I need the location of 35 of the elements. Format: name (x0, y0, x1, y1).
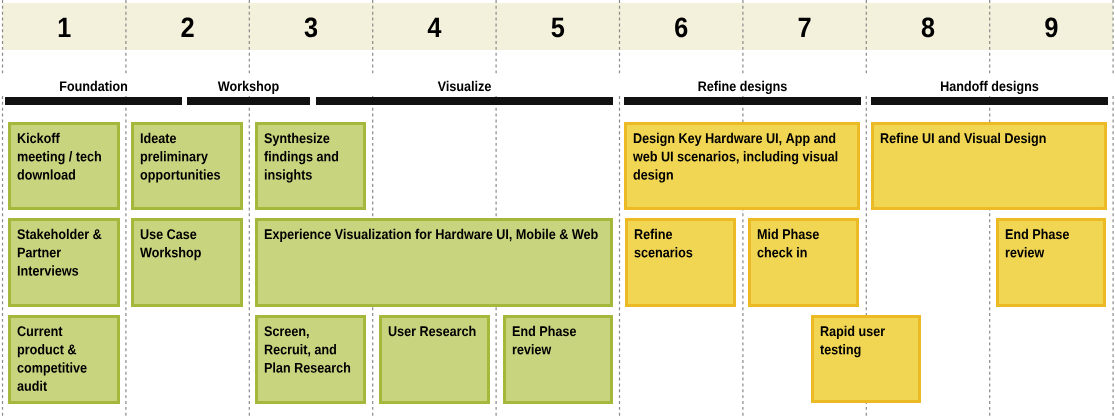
week-number: 5 (551, 17, 565, 38)
node-label: Workshop (217, 80, 279, 94)
task-box: Stakeholder & Partner Interviews (8, 218, 120, 307)
task-box: Screen, Recruit, and Plan Research (255, 315, 366, 404)
task-box: Refine UI and Visual Design (871, 122, 1107, 210)
task-box: Experience Visualization for Hardware UI, Mobile & Web (255, 218, 613, 307)
phase-bar: Visualize (316, 80, 613, 105)
week-number: 4 (427, 17, 442, 37)
task-box: User Research (379, 315, 490, 404)
week-number: 6 (675, 17, 688, 38)
task-box: Ideate preliminary opportunities (131, 122, 243, 210)
phase-bar: Workshop (187, 80, 310, 105)
phase-bar: Foundation (5, 80, 182, 105)
phase-bar: Handoff designs (871, 80, 1108, 105)
week-number: 1 (58, 17, 71, 37)
week-number: 9 (1045, 17, 1058, 38)
task-box: Current product & competitive audit (8, 315, 120, 404)
phase-bar: Refine designs (624, 80, 861, 105)
task-box: End Phase review (503, 315, 613, 404)
week-number: 2 (181, 17, 194, 37)
task-box: Design Key Hardware UI, App and web UI scenarios, including visual design (624, 122, 860, 210)
node-label: Visualize (437, 80, 491, 92)
task-box: End Phase review (996, 218, 1106, 307)
task-box: Use Case Workshop (131, 218, 243, 307)
node-label: Handoff designs (940, 80, 1039, 94)
task-box: Kickoff meeting / tech download (8, 122, 120, 210)
node-label: Refine designs (698, 80, 787, 94)
node-label: Foundation (60, 80, 128, 92)
task-box: Synthesize findings and insights (255, 122, 366, 210)
task-box: Rapid user testing (811, 315, 921, 403)
task-box: Refine scenarios (625, 218, 736, 307)
week-number: 7 (798, 17, 811, 37)
week-number: 8 (921, 17, 935, 38)
task-box: Mid Phase check in (748, 218, 859, 307)
week-number: 3 (304, 17, 318, 38)
